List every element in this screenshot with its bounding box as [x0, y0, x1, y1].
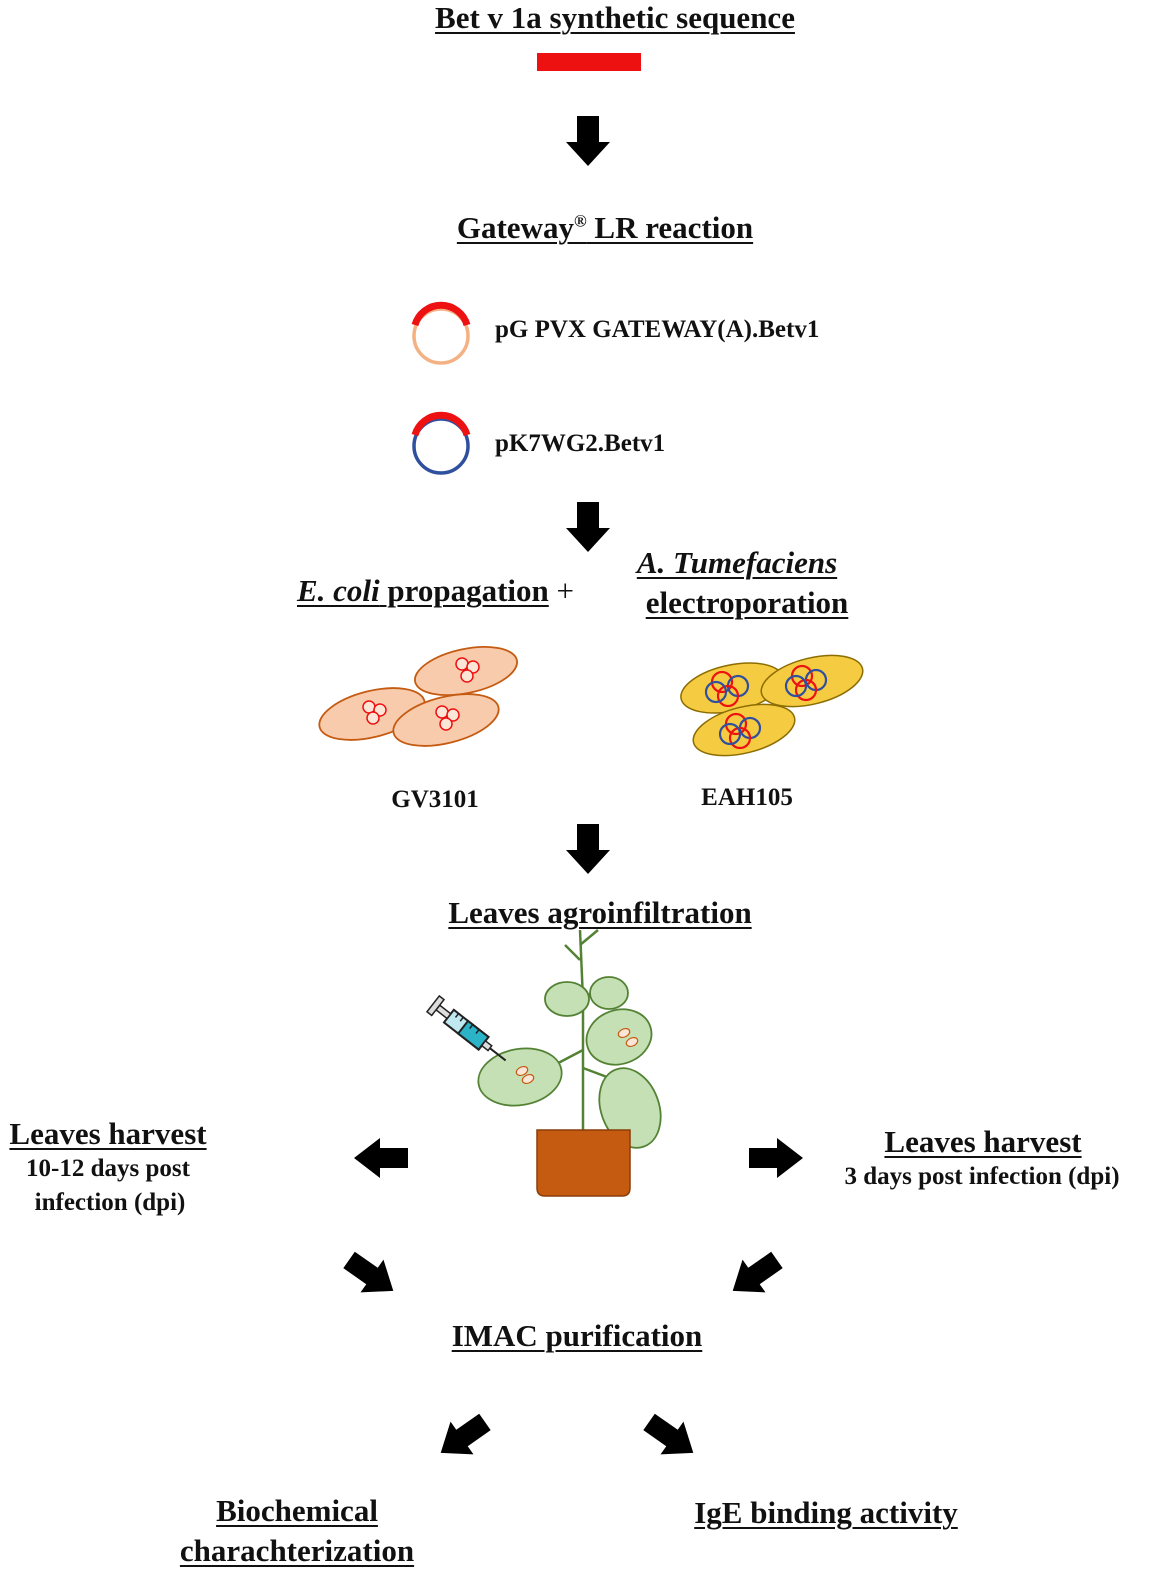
arrow-diag-to-imac-left	[337, 1243, 405, 1308]
arrow-right	[749, 1138, 803, 1178]
vector-pk7-label: pK7WG2.Betv1	[495, 430, 666, 457]
agro-cells-icon	[680, 654, 864, 757]
harvest-right-title: Leaves harvest	[884, 1124, 1082, 1159]
syringe-icon	[425, 994, 507, 1062]
agroinfiltration-title: Leaves agroinfiltration	[448, 895, 752, 930]
insert-bar	[537, 53, 641, 71]
agro-italic: A. Tumefaciens	[636, 545, 838, 580]
harvest-left-title: Leaves harvest	[9, 1116, 207, 1151]
ecoli-underlined: E. coli propagation	[297, 573, 549, 608]
gateway-suffix: LR reaction	[586, 210, 754, 245]
arrow-diag-to-imac-right	[721, 1243, 789, 1308]
strain-left-label: GV3101	[391, 786, 479, 813]
arrow-diag-to-ige	[637, 1405, 705, 1470]
vector-pvx-label: pG PVX GATEWAY(A).Betv1	[495, 316, 820, 343]
imac-title: IMAC purification	[451, 1318, 703, 1353]
gateway-title: Gateway® LR reaction	[457, 212, 753, 243]
ecoli-rest: propagation	[379, 573, 549, 608]
ecoli-italic: E. coli	[297, 573, 380, 608]
pot-icon	[536, 1129, 631, 1197]
arrow-down-3	[566, 824, 610, 874]
arrow-left	[354, 1138, 408, 1178]
strain-right-label: EAH105	[701, 784, 793, 811]
harvest-left-line2: infection (dpi)	[34, 1189, 186, 1216]
plasmid-pvx-icon	[411, 301, 471, 365]
arrow-down-2	[566, 502, 610, 552]
harvest-right-line1: 3 days post infection (dpi)	[844, 1163, 1120, 1190]
registered-mark: ®	[573, 211, 587, 231]
arrow-down-1	[566, 116, 610, 166]
agro-line1: A. Tumefaciens	[637, 547, 837, 578]
gateway-prefix: Gateway	[456, 210, 574, 245]
biochem-line2: charachterization	[179, 1533, 415, 1568]
ige-title: IgE binding activity	[694, 1495, 958, 1530]
ecoli-plasmids	[362, 657, 480, 731]
sequence-title: Bet v 1a synthetic sequence	[435, 0, 795, 35]
harvest-left-line1: 10-12 days post	[26, 1155, 190, 1182]
agro-line2: electroporation	[645, 585, 849, 620]
plus-sign: +	[556, 573, 575, 608]
ecoli-cells-icon	[318, 646, 518, 747]
biochem-line1: Biochemical	[216, 1493, 378, 1528]
plasmid-pk7-icon	[411, 411, 471, 475]
ecoli-label: E. coli propagation +	[297, 575, 574, 606]
plant-icon	[477, 929, 662, 1197]
arrow-diag-to-biochem	[429, 1405, 497, 1470]
